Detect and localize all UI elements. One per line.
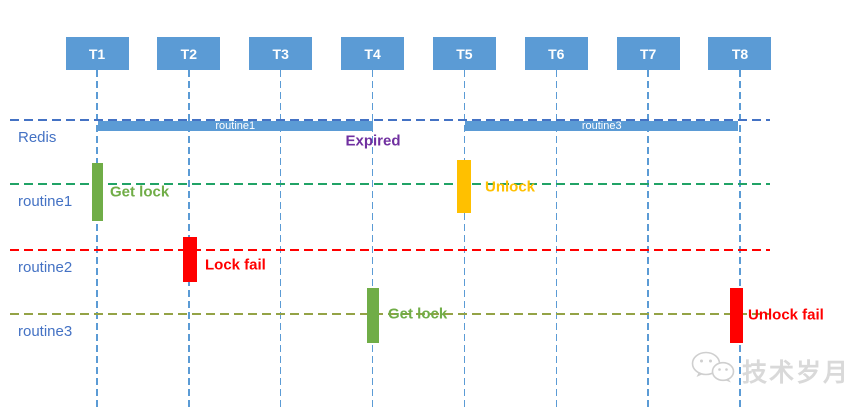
time-header-t6: T6	[524, 37, 588, 70]
watermark: 技术岁月	[690, 350, 847, 391]
event-caption-routine2-lock-fail: Lock fail	[205, 256, 266, 274]
event-caption-routine1-get-lock: Get lock	[110, 183, 170, 201]
time-gridline-t1	[96, 70, 98, 411]
event-bar-routine1-unlock	[457, 160, 472, 213]
event-bar-routine2-lock-fail	[182, 237, 197, 282]
event-bar-routine3-unlock-fail	[730, 288, 744, 343]
row-line-routine3	[10, 313, 770, 315]
row-label-redis: Redis	[18, 129, 57, 146]
time-header-t8: T8	[708, 37, 772, 70]
row-line-redis	[10, 119, 770, 121]
event-caption-routine3-get-lock: Get lock	[388, 305, 448, 323]
watermark-text: 技术岁月	[742, 358, 847, 387]
event-caption-routine3-unlock-fail: Unlock fail	[748, 306, 824, 324]
event-caption-routine1-unlock: Unlock	[485, 178, 536, 196]
time-gridline-t6	[555, 70, 558, 411]
expired-label: Expired	[345, 132, 401, 150]
wechat-icon	[690, 350, 736, 391]
row-label-routine2: routine2	[18, 259, 73, 276]
time-header-t5: T5	[432, 37, 496, 70]
row-label-routine3: routine3	[18, 323, 73, 340]
redis-hold-bar-routine1: routine1	[98, 121, 373, 132]
row-label-routine1: routine1	[18, 193, 73, 210]
row-line-routine2	[10, 249, 770, 251]
time-header-t2: T2	[157, 37, 221, 70]
time-header-t7: T7	[616, 37, 680, 70]
time-gridline-t7	[647, 70, 649, 411]
time-gridline-t8	[739, 70, 741, 411]
event-bar-routine3-get-lock	[366, 288, 379, 343]
row-line-routine1	[10, 183, 770, 185]
time-header-t1: T1	[65, 37, 129, 70]
time-header-t4: T4	[341, 37, 405, 70]
event-bar-routine1-get-lock	[91, 163, 103, 221]
time-gridline-t5	[463, 70, 466, 411]
redis-hold-bar-routine3: routine3	[465, 121, 738, 132]
time-gridline-t4	[371, 70, 374, 411]
time-header-t3: T3	[249, 37, 313, 70]
time-gridline-t3	[279, 70, 282, 411]
